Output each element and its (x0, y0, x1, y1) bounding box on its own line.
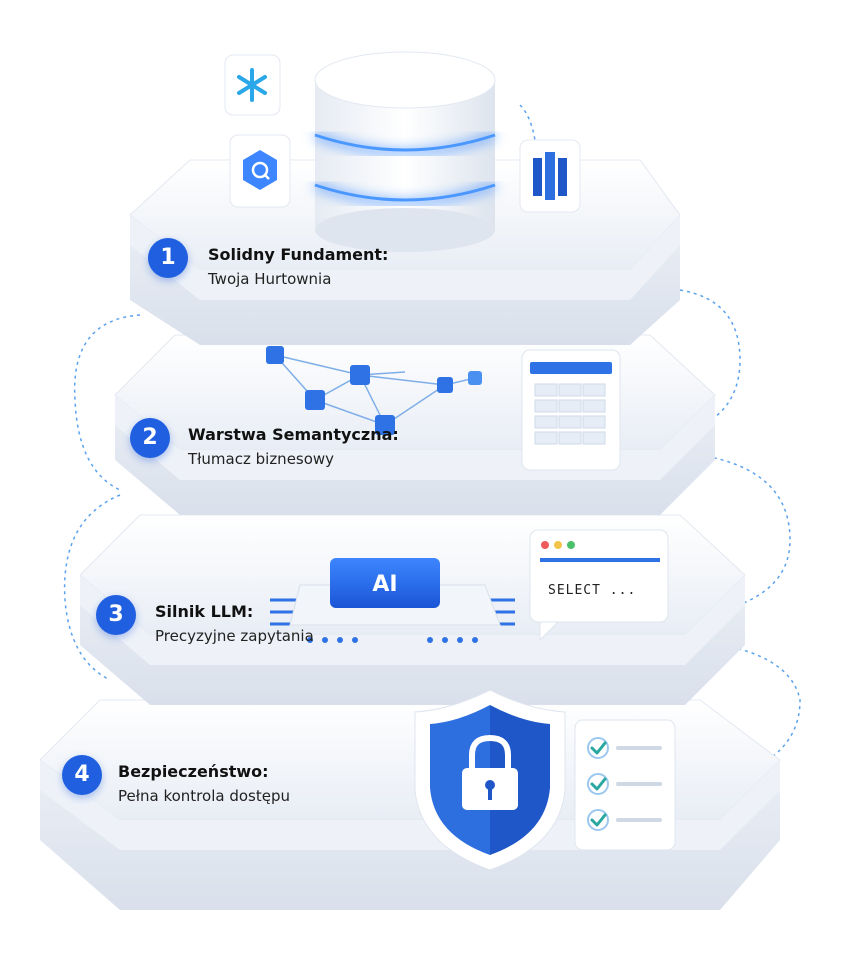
snowflake-icon (224, 54, 281, 116)
step-3-badge: 3 (96, 595, 136, 635)
ai-chip-icon: AI (270, 558, 515, 643)
layer-3-subtitle: Precyzyjne zapytania (155, 627, 314, 645)
layer-1-subtitle: Twoja Hurtownia (208, 270, 332, 288)
redshift-icon (519, 139, 581, 213)
layer-1-title: Solidny Fundament: (208, 245, 389, 264)
bigquery-icon (229, 134, 291, 208)
sql-query-text: SELECT ... (548, 583, 636, 598)
table-card-icon (521, 349, 621, 471)
database-icon (314, 51, 496, 252)
layer-2-title: Warstwa Semantyczna: (188, 425, 399, 444)
ai-chip-label: AI (372, 572, 397, 597)
step-2-badge: 2 (130, 418, 170, 458)
checklist-icon (574, 719, 676, 851)
layer-2-subtitle: Tłumacz biznesowy (188, 450, 335, 468)
graph-nodes-icon (266, 346, 482, 435)
layer-4-title: Bezpieczeństwo: (118, 762, 269, 781)
layer-3-title: Silnik LLM: (155, 602, 254, 621)
layer-4-subtitle: Pełna kontrola dostępu (118, 787, 290, 805)
step-1-badge: 1 (148, 238, 188, 278)
step-4-badge: 4 (62, 755, 102, 795)
shield-lock-icon (414, 689, 566, 871)
sql-window-icon: SELECT ... (529, 529, 669, 642)
